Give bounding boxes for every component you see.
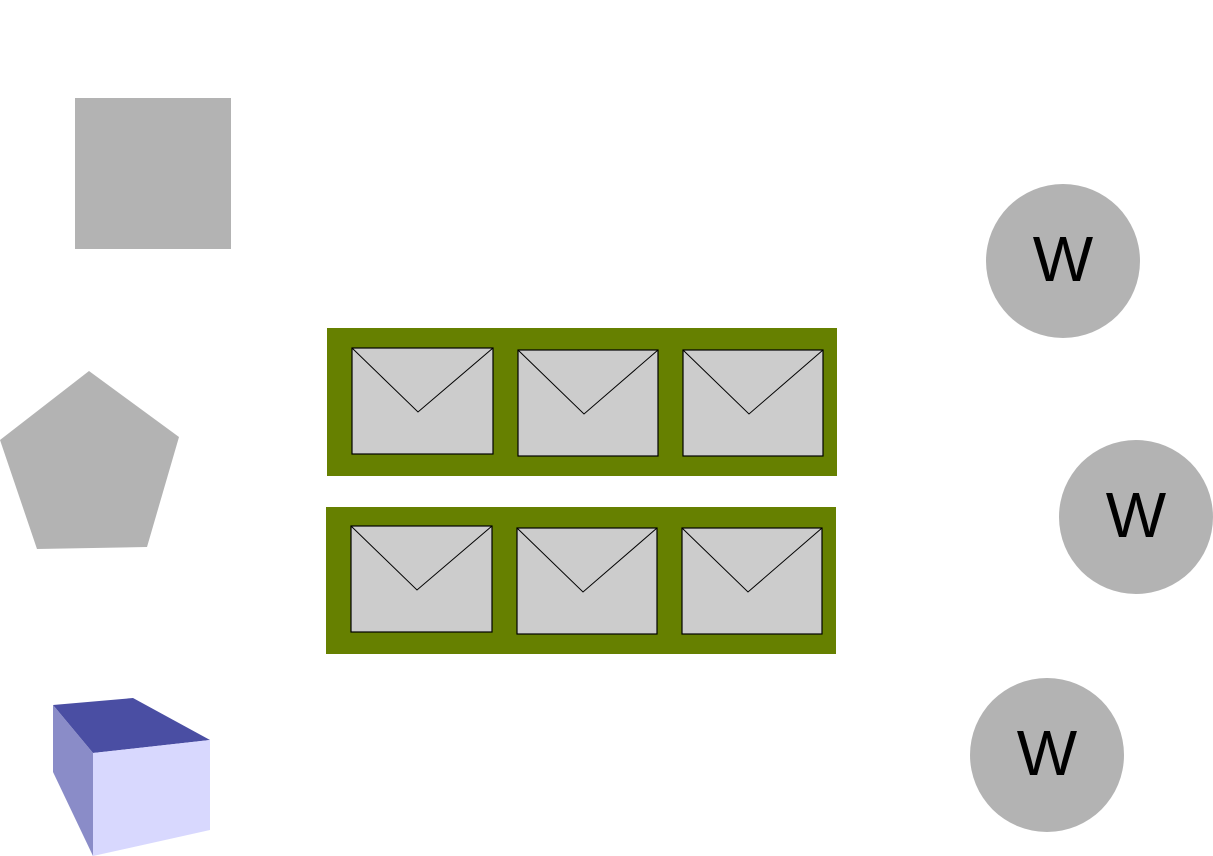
square-shape <box>75 98 231 249</box>
worker-circle <box>986 184 1140 338</box>
cube-top-face <box>53 698 210 753</box>
envelope-icon <box>350 525 493 633</box>
message-queue-2 <box>326 507 836 654</box>
message-queue-1 <box>327 328 837 476</box>
envelope-icon <box>682 349 824 457</box>
worker-label: W <box>1106 479 1167 551</box>
envelope-icon <box>351 347 494 455</box>
worker-circle <box>970 678 1124 832</box>
cube-left-face <box>53 705 93 856</box>
worker-1: W <box>986 184 1140 338</box>
pentagon-shape <box>0 371 179 549</box>
envelope-icon <box>517 349 659 457</box>
envelope-icon <box>516 527 658 635</box>
worker-circle <box>1059 440 1213 594</box>
worker-3: W <box>970 678 1124 832</box>
worker-2: W <box>1059 440 1213 594</box>
cube-shape <box>53 698 210 856</box>
envelope-icon <box>681 527 823 635</box>
worker-label: W <box>1017 717 1078 789</box>
worker-label: W <box>1033 223 1094 295</box>
cube-front-face <box>93 740 210 856</box>
